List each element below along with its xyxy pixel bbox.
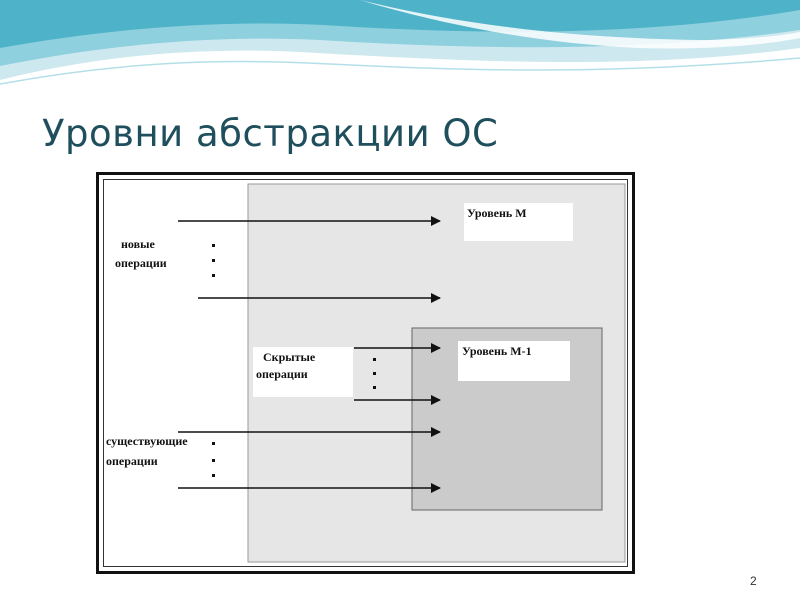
hidden-ops-label-line-1: Скрытые: [263, 350, 316, 364]
new-ops-label-line-1: новые: [121, 237, 155, 251]
header-wave-decoration: [0, 0, 800, 85]
level-m-label-box: Уровень М: [464, 203, 573, 241]
slide-title: Уровни абстракции ОС: [42, 112, 499, 155]
hidden-ops-label-box: Скрытые операции: [253, 347, 353, 397]
hidden-ops-ellipsis: [373, 358, 376, 389]
hidden-ops-label-line-2: операции: [256, 367, 308, 381]
level-m-label: Уровень М: [467, 206, 527, 220]
existing-ops-label-line-1: существующие: [106, 434, 188, 448]
new-ops-label-line-2: операции: [115, 256, 167, 270]
abstraction-levels-diagram: Уровень М Уровень М-1 Скрытые операции н…: [96, 172, 635, 574]
slide-number: 2: [750, 574, 757, 588]
new-ops-ellipsis: [212, 244, 215, 277]
existing-ops-ellipsis: [212, 442, 215, 477]
level-m1-label-box: Уровень М-1: [458, 341, 570, 381]
existing-ops-label-line-2: операции: [106, 454, 158, 468]
level-m1-label: Уровень М-1: [462, 344, 532, 358]
